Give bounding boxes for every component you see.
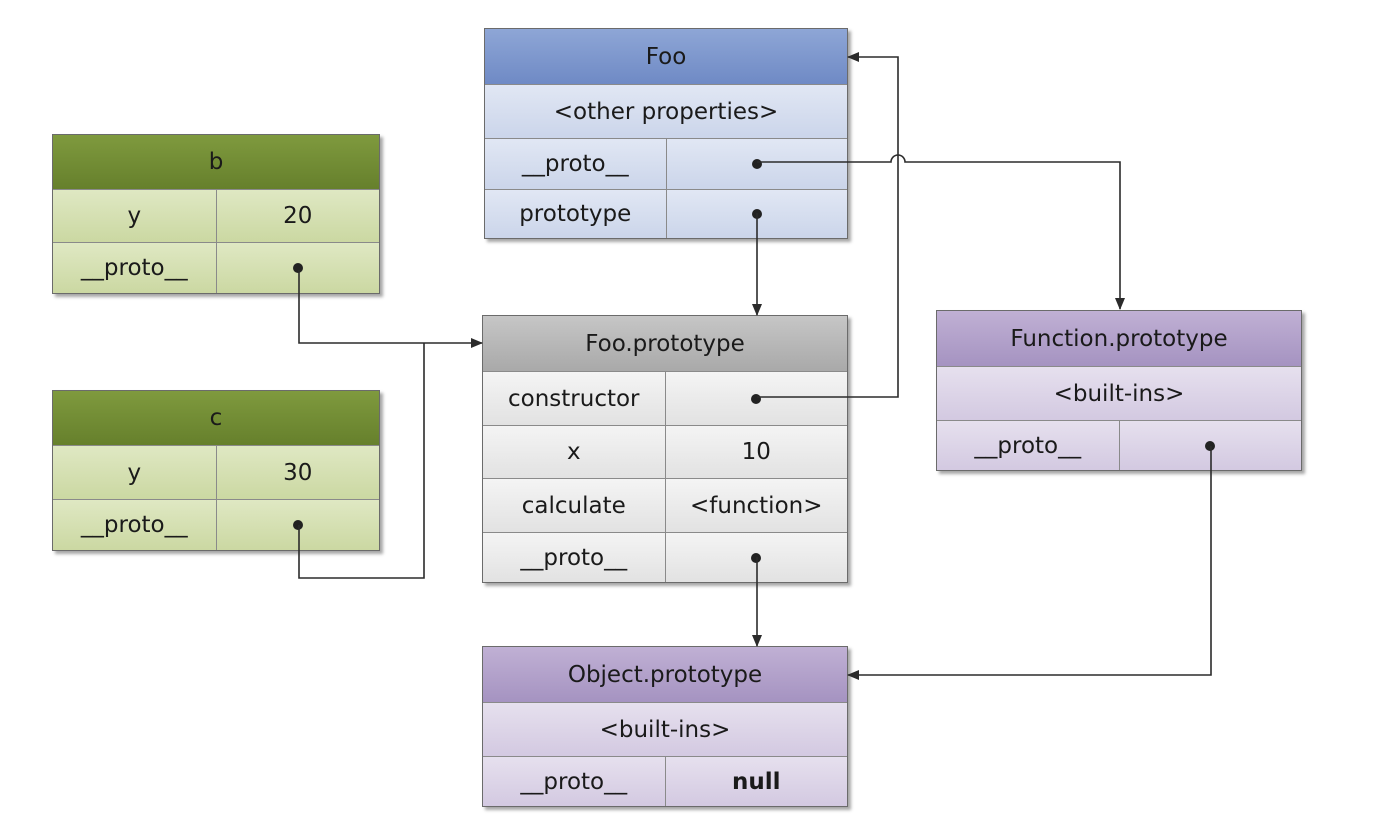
- object-prototype-proto-value: null: [664, 757, 848, 806]
- object-b-title: b: [208, 149, 224, 175]
- object-c-y-key: y: [127, 459, 142, 486]
- object-b-proto-key: __proto__: [80, 255, 188, 281]
- pointer-dot: [751, 393, 762, 404]
- object-c-proto-key: __proto__: [80, 512, 188, 538]
- object-prototype-proto-key: __proto__: [520, 768, 628, 795]
- x-value: 10: [664, 426, 848, 478]
- object-foo: Foo <other properties> __proto__ prototy…: [484, 28, 848, 239]
- object-foo-proto-value: [665, 139, 848, 189]
- calculate-value: <function>: [664, 479, 848, 532]
- object-foo-prototype-key: prototype: [519, 201, 632, 227]
- object-c-y-value: 30: [215, 446, 380, 499]
- constructor-value: [664, 372, 848, 425]
- calculate-key: calculate: [521, 492, 626, 519]
- foo-prototype-proto-value: [664, 533, 848, 582]
- pointer-dot: [751, 159, 762, 169]
- object-b: b y 20 __proto__: [52, 134, 380, 294]
- object-b-proto-value: [215, 243, 380, 293]
- object-foo-prototype-value: [665, 190, 848, 238]
- function-prototype-proto-value: [1118, 421, 1302, 470]
- object-prototype-builtins: <built-ins>: [599, 716, 731, 743]
- object-function-prototype-title: Function.prototype: [1010, 325, 1228, 352]
- object-c-title: c: [209, 405, 223, 431]
- object-foo-prototype: Foo.prototype constructor x 10 calculate…: [482, 315, 848, 583]
- pointer-dot: [292, 520, 303, 530]
- object-c: c y 30 __proto__: [52, 390, 380, 551]
- object-b-y-value: 20: [215, 190, 380, 242]
- function-prototype-builtins: <built-ins>: [1053, 380, 1185, 407]
- object-foo-other-properties: <other properties>: [553, 98, 779, 125]
- object-c-proto-value: [215, 500, 380, 550]
- foo-prototype-proto-key: __proto__: [520, 544, 628, 571]
- pointer-dot: [1205, 440, 1216, 451]
- object-foo-proto-key: __proto__: [521, 151, 629, 177]
- object-b-y-key: y: [127, 203, 142, 229]
- object-object-prototype: Object.prototype <built-ins> __proto__ n…: [482, 646, 848, 807]
- object-foo-prototype-title: Foo.prototype: [585, 330, 745, 357]
- pointer-dot: [292, 263, 303, 273]
- constructor-key: constructor: [507, 385, 640, 412]
- pointer-dot: [751, 209, 762, 219]
- pointer-dot: [751, 552, 762, 563]
- object-function-prototype: Function.prototype <built-ins> __proto__: [936, 310, 1302, 471]
- x-key: x: [566, 439, 581, 465]
- object-object-prototype-title: Object.prototype: [567, 661, 763, 688]
- function-prototype-proto-key: __proto__: [974, 432, 1082, 459]
- connector-function-prototype-proto: [847, 446, 1212, 680]
- object-foo-title: Foo: [645, 43, 687, 70]
